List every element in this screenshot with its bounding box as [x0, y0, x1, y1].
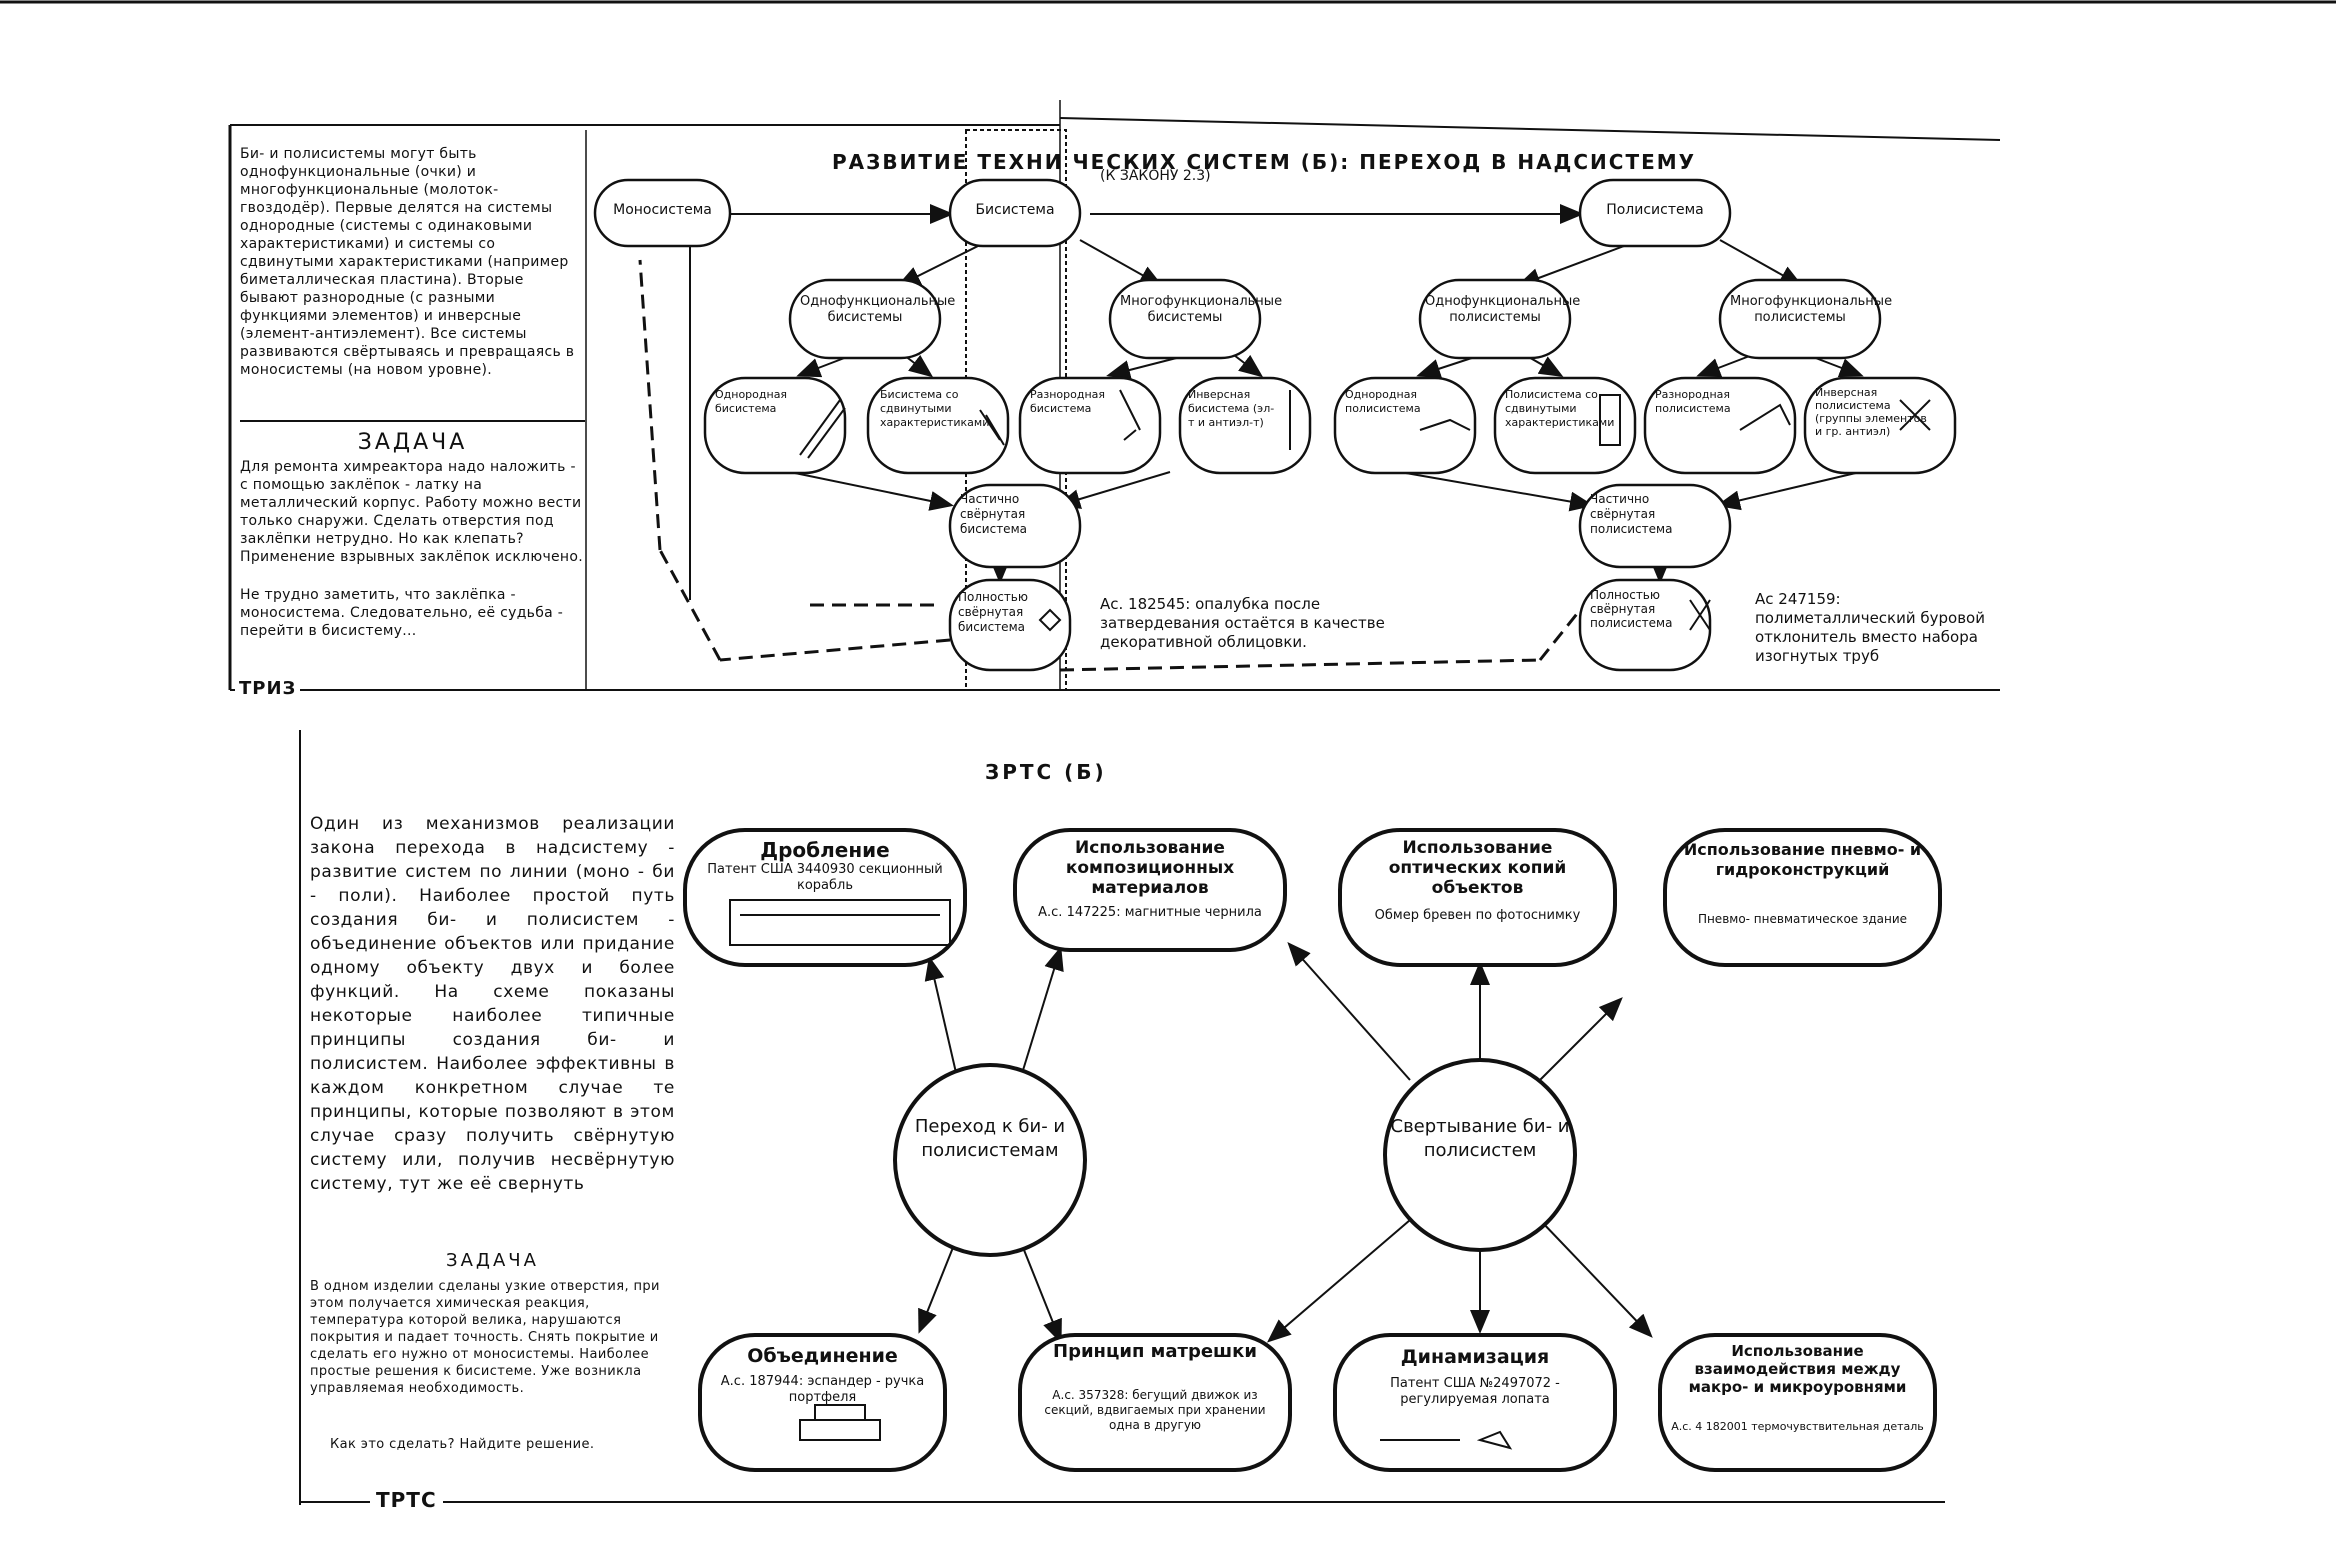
top-title: РАЗВИТИЕ ТЕХНИ ЧЕСКИХ СИСТЕМ (Б): ПЕРЕХО… [832, 150, 1697, 174]
node-bi-shift: Бисистема со сдвинутыми характеристиками [880, 388, 990, 429]
box-pnev-text: Пневмо- пневматическое здание [1697, 912, 1908, 926]
box-pnev-title: Использование пневмо- и гидроконструкций [1683, 840, 1922, 879]
box-vzaim-text: А.с. 4 182001 термочувствительная деталь [1671, 1420, 1924, 1433]
bottom-intro: Один из механизмов реализации закона пер… [310, 814, 675, 1194]
box-matr-text: А.с. 357328: бегущий движок из секций, в… [1044, 1388, 1266, 1432]
center-circle-folding [1383, 1058, 1577, 1252]
box-matr-title: Принцип матрешки [1053, 1341, 1257, 1362]
node-poly-full: Полностью свёрнутая полисистема [1590, 588, 1673, 630]
center-left-label: Переход к би- и полисистемам [914, 1116, 1066, 1161]
note-right: Ас 247159: полиметаллический буровой отк… [1755, 590, 1985, 665]
node-mono: Моносистема [613, 202, 712, 218]
node-bi-one: Однофункциональные бисистемы [800, 294, 956, 325]
node-poly-one: Однофункциональные полисистемы [1425, 294, 1581, 325]
node-bi-hetero: Разнородная бисистема [1030, 388, 1106, 415]
box-drob-title: Дробление [760, 838, 890, 862]
box-komp-text: А.с. 147225: магнитные чернила [1038, 905, 1262, 920]
node-poly-shift: Полисистема со сдвинутыми характеристика… [1505, 388, 1615, 429]
bottom-footer: ТРТС [370, 1488, 443, 1512]
box-dina-text: Патент США №2497072 - регулируемая лопат… [1390, 1376, 1560, 1407]
box-dina-title: Динамизация [1400, 1346, 1550, 1368]
box-obed-text: А.с. 187944: эспандер - ручка портфеля [720, 1374, 925, 1405]
bottom-task-heading: ЗАДАЧА [446, 1250, 539, 1271]
node-poly-partial: Частично свёрнутая полисистема [1590, 492, 1673, 536]
box-opt-text: Обмер бревен по фотоснимку [1374, 908, 1581, 923]
box-komp-title: Использование композиционных материалов [1065, 838, 1235, 898]
node-poly-homog: Однородная полисистема [1345, 388, 1421, 415]
note-left: Ас. 182545: опалубка после затвердевания… [1100, 595, 1385, 651]
top-footer: ТРИЗ [235, 678, 301, 699]
box-vzaim-title: Использование взаимодействия между макро… [1688, 1342, 1907, 1396]
center-circle-transition [893, 1063, 1087, 1257]
node-poly: Полисистема [1606, 202, 1704, 218]
node-poly-inverse: Инверсная полисистема (группы элементов … [1815, 386, 1927, 438]
node-bi-homog: Однородная бисистема [715, 388, 788, 415]
node-bi-multi: Многофункциональные бисистемы [1120, 294, 1283, 325]
node-poly-hetero: Разнородная полисистема [1655, 388, 1731, 415]
box-opt-title: Использование оптических копий объектов [1388, 838, 1567, 898]
node-bi-full: Полностью свёрнутая бисистема [958, 590, 1028, 634]
node-bi-inverse: Инверсная бисистема (эл-т и антиэл-т) [1188, 388, 1275, 429]
node-bi: Бисистема [975, 202, 1055, 218]
bottom-task: В одном изделии сделаны узкие отверстия,… [310, 1279, 660, 1396]
top-subtitle: (К ЗАКОНУ 2.3) [1100, 168, 1211, 184]
top-task-note: Не трудно заметить, что заклёпка - монос… [240, 587, 564, 639]
box-obed-title: Объединение [747, 1345, 898, 1367]
node-bi-partial: Частично свёрнутая бисистема [960, 492, 1027, 536]
bottom-task-q: Как это сделать? Найдите решение. [330, 1437, 595, 1452]
box-drob-text: Патент США 3440930 секционный корабль [707, 862, 943, 893]
node-poly-multi: Многофункциональные полисистемы [1730, 294, 1893, 325]
top-task-heading: ЗАДАЧА [240, 420, 585, 455]
center-right-label: Свертывание би- и полисистем [1390, 1116, 1570, 1161]
top-task: Для ремонта химреактора надо наложить - … [240, 459, 584, 565]
bottom-title: ЗРТС (Б) [985, 760, 1107, 784]
top-intro: Би- и полисистемы могут быть однофункцио… [240, 146, 575, 378]
